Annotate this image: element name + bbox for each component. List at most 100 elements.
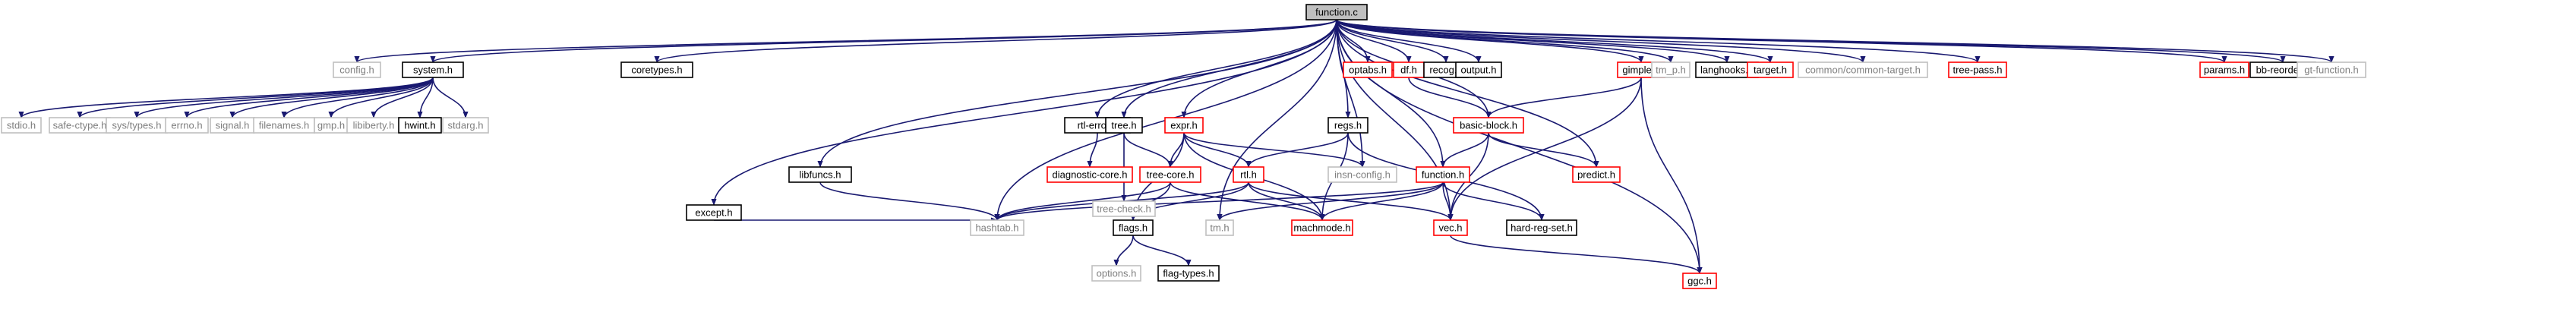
node-label: hard-reg-set.h — [1511, 222, 1573, 233]
edge-flags-h-to-flag-types-h — [1132, 235, 1192, 266]
node-label: recog.h — [1429, 64, 1462, 75]
edge-function-c-to-vec-h — [1336, 19, 1454, 221]
node-config-h[interactable]: config.h — [333, 61, 381, 78]
node-predict-h[interactable]: predict.h — [1572, 166, 1621, 183]
node-insn-config-h[interactable]: insn-config.h — [1327, 166, 1397, 183]
node-box — [1092, 200, 1156, 217]
node-box — [1433, 219, 1468, 236]
node-langhooks-h[interactable]: langhooks.h — [1695, 61, 1759, 78]
node-coretypes-h[interactable]: coretypes.h — [620, 61, 693, 78]
node-rtl-h[interactable]: rtl.h — [1233, 166, 1264, 183]
node-params-h[interactable]: params.h — [2199, 61, 2249, 78]
node-df-h[interactable]: df.h — [1393, 61, 1425, 78]
node-box — [398, 117, 442, 134]
edge-gimple-h-to-vec-h — [1447, 77, 1642, 221]
node-target-h[interactable]: target.h — [1747, 61, 1794, 78]
node-box — [1139, 166, 1201, 183]
node-stdarg-h[interactable]: stdarg.h — [442, 117, 489, 134]
edge-system-h-to-stdarg-h — [432, 77, 469, 118]
node-box — [1343, 61, 1393, 78]
node-sys-types-h[interactable]: sys/types.h — [106, 117, 168, 134]
edge-function-c-to-system-h — [430, 19, 1337, 63]
node-box — [1651, 61, 1690, 78]
node-output-h[interactable]: output.h — [1455, 61, 1502, 78]
node-options-h[interactable]: options.h — [1091, 265, 1141, 282]
node-diagnostic-core-h[interactable]: diagnostic-core.h — [1046, 166, 1133, 183]
edge-df-h-to-basic-block-h — [1408, 77, 1492, 118]
node-label: hashtab.h — [975, 222, 1018, 233]
node-machmode-h[interactable]: machmode.h — [1291, 219, 1353, 236]
node-box — [1157, 265, 1220, 282]
node-label: signal.h — [216, 119, 250, 131]
edge-system-h-to-stdio-h — [18, 77, 434, 118]
node-label: tree-pass.h — [1953, 64, 2002, 75]
node-tree-pass-h[interactable]: tree-pass.h — [1948, 61, 2007, 78]
node-label: regs.h — [1334, 119, 1362, 131]
node-tm-p-h[interactable]: tm_p.h — [1651, 61, 1690, 78]
node-expr-h[interactable]: expr.h — [1164, 117, 1204, 134]
node-common-target-h[interactable]: common/common-target.h — [1798, 61, 1928, 78]
node-box — [620, 61, 693, 78]
edge-tree-core-h-to-machmode-h — [1170, 181, 1325, 221]
node-box — [1327, 117, 1368, 134]
node-stdio-h[interactable]: stdio.h — [1, 117, 42, 134]
node-label: gt-function.h — [2304, 64, 2359, 75]
edge-function-c-to-params-h — [1336, 19, 2227, 63]
node-tree-check-h[interactable]: tree-check.h — [1092, 200, 1156, 217]
node-label: except.h — [695, 206, 732, 218]
node-function-h[interactable]: function.h — [1416, 166, 1470, 183]
node-except-h[interactable]: except.h — [686, 204, 742, 221]
node-system-h[interactable]: system.h — [402, 61, 464, 78]
edge-function-h-to-tm-h — [1217, 181, 1444, 221]
node-hard-reg-set-h[interactable]: hard-reg-set.h — [1506, 219, 1577, 236]
node-box — [1, 117, 42, 134]
node-optabs-h[interactable]: optabs.h — [1343, 61, 1393, 78]
node-box — [1455, 61, 1502, 78]
node-libfuncs-h[interactable]: libfuncs.h — [788, 166, 852, 183]
node-label: config.h — [339, 64, 374, 75]
edge-regs-h-to-rtl-h — [1245, 132, 1349, 168]
node-label: filenames.h — [259, 119, 309, 131]
edge-function-c-to-tree-h — [1121, 19, 1337, 118]
edge-system-h-to-hwint-h — [417, 77, 434, 118]
node-ggc-h[interactable]: ggc.h — [1682, 273, 1717, 289]
node-errno-h[interactable]: errno.h — [165, 117, 209, 134]
node-signal-h[interactable]: signal.h — [210, 117, 255, 134]
node-label: tree-core.h — [1147, 169, 1195, 180]
node-tree-core-h[interactable]: tree-core.h — [1139, 166, 1201, 183]
node-label: expr.h — [1170, 119, 1197, 131]
node-vec-h[interactable]: vec.h — [1433, 219, 1468, 236]
node-label: flags.h — [1119, 222, 1148, 233]
node-hwint-h[interactable]: hwint.h — [398, 117, 442, 134]
node-basic-block-h[interactable]: basic-block.h — [1453, 117, 1524, 134]
node-filenames-h[interactable]: filenames.h — [253, 117, 315, 134]
edge-function-c-to-insn-config-h — [1336, 19, 1365, 168]
edge-function-c-to-tree-pass-h — [1336, 19, 1981, 63]
node-hashtab-h[interactable]: hashtab.h — [970, 219, 1024, 236]
edge-function-c-to-common-target-h — [1336, 19, 1866, 63]
node-flag-types-h[interactable]: flag-types.h — [1157, 265, 1220, 282]
node-label: function.h — [1422, 169, 1464, 180]
node-regs-h[interactable]: regs.h — [1327, 117, 1368, 134]
node-label: libiberty.h — [353, 119, 395, 131]
edge-function-c-to-target-h — [1336, 19, 1773, 63]
node-tree-h[interactable]: tree.h — [1105, 117, 1143, 134]
node-box — [2297, 61, 2366, 78]
node-box — [2199, 61, 2249, 78]
node-gt-function-h[interactable]: gt-function.h — [2297, 61, 2366, 78]
node-label: tree-check.h — [1097, 203, 1151, 214]
node-box — [333, 61, 381, 78]
node-libiberty-h[interactable]: libiberty.h — [346, 117, 401, 134]
edge-basic-block-h-to-function-h — [1440, 132, 1489, 168]
node-box — [1291, 219, 1353, 236]
edge-system-h-to-gmp-h — [328, 77, 434, 118]
node-tm-h[interactable]: tm.h — [1205, 219, 1234, 236]
edge-expr-h-to-insn-config-h — [1183, 132, 1365, 168]
node-label: rtl.h — [1240, 169, 1257, 180]
node-flags-h[interactable]: flags.h — [1113, 219, 1154, 236]
node-box — [1105, 117, 1143, 134]
edge-function-h-to-hard-reg-set-h — [1442, 181, 1545, 221]
node-gmp-h[interactable]: gmp.h — [314, 117, 349, 134]
node-safe-ctype-h[interactable]: safe-ctype.h — [49, 117, 111, 134]
node-label: machmode.h — [1293, 222, 1350, 233]
